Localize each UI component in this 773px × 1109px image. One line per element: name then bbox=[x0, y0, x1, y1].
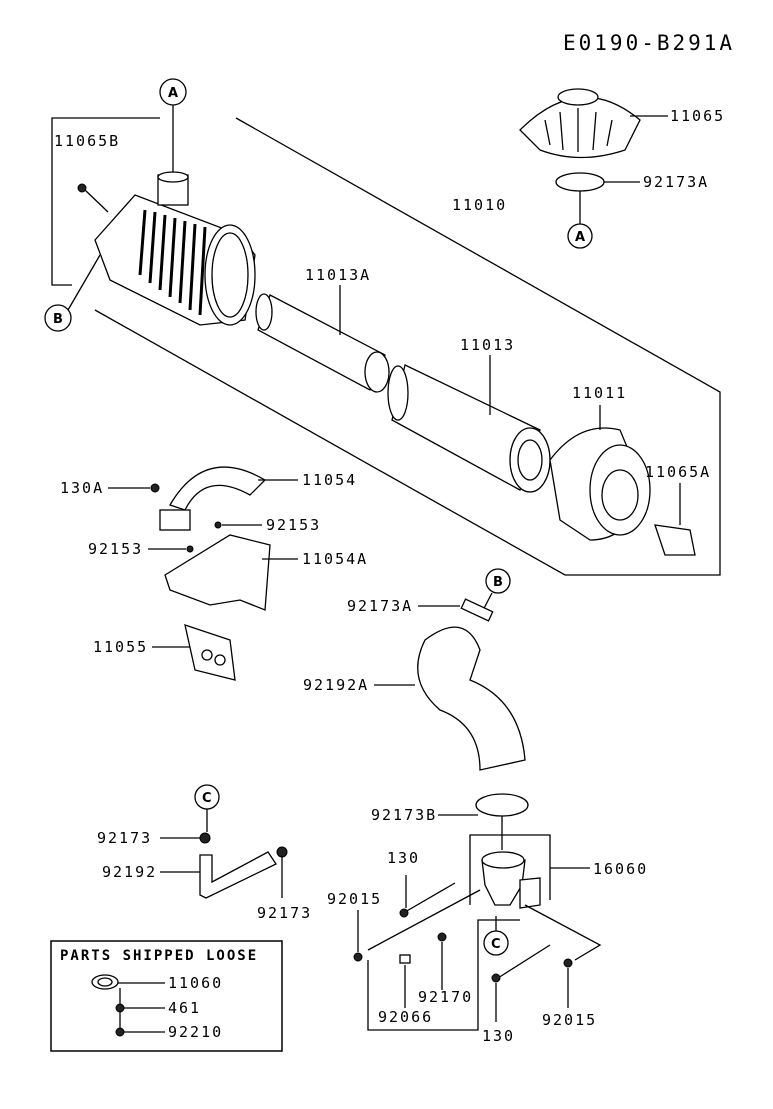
label-11065b: 11065B bbox=[54, 132, 120, 150]
label-11065: 11065 bbox=[670, 107, 725, 125]
ref-circle-a-2 bbox=[567, 223, 593, 249]
label-11013: 11013 bbox=[460, 336, 515, 354]
plate-11055 bbox=[184, 624, 236, 681]
air-cleaner-housing bbox=[94, 171, 256, 326]
cover-11011 bbox=[549, 427, 651, 541]
bolt-130-bottom bbox=[497, 944, 551, 979]
loose-item-92210: 92210 bbox=[168, 1023, 223, 1041]
pipe-92066 bbox=[399, 954, 411, 964]
svg-text:C: C bbox=[491, 937, 501, 952]
element-11013a bbox=[255, 293, 390, 393]
label-92170: 92170 bbox=[418, 988, 473, 1006]
element-11013 bbox=[387, 364, 551, 493]
label-16060: 16060 bbox=[593, 860, 648, 878]
svg-text:A: A bbox=[168, 86, 178, 101]
bracket-11054 bbox=[169, 466, 267, 511]
clamp-92173b bbox=[475, 793, 529, 817]
bracket-main bbox=[94, 117, 721, 576]
loose-item-11060: 11060 bbox=[168, 974, 223, 992]
svg-text:B: B bbox=[493, 575, 503, 590]
clamp-92173-top bbox=[199, 832, 211, 844]
cap-11065 bbox=[519, 88, 641, 159]
label-92015-left: 92015 bbox=[327, 890, 382, 908]
clamp-92170 bbox=[437, 932, 447, 942]
hose-92192a bbox=[417, 626, 526, 771]
label-11054a: 11054A bbox=[302, 550, 368, 568]
label-92173a-top: 92173A bbox=[643, 173, 709, 191]
bracket-11054a bbox=[164, 534, 271, 611]
label-92192: 92192 bbox=[102, 863, 157, 881]
label-92173-top: 92173 bbox=[97, 829, 152, 847]
nut-92015-left bbox=[353, 952, 363, 962]
nut-92015-right bbox=[563, 958, 573, 968]
label-11011: 11011 bbox=[572, 384, 627, 402]
clamp-92173a-top bbox=[555, 172, 605, 192]
svg-text:A: A bbox=[575, 230, 585, 245]
label-130-bottom: 130 bbox=[482, 1027, 515, 1045]
nut-92210-icon bbox=[115, 1027, 125, 1037]
label-130-top: 130 bbox=[387, 849, 420, 867]
label-92173-bottom: 92173 bbox=[257, 904, 312, 922]
parts-shipped-loose-box bbox=[50, 940, 283, 1052]
label-92153-left: 92153 bbox=[88, 540, 143, 558]
clamp-92173-bottom bbox=[276, 846, 288, 858]
svg-text:C: C bbox=[202, 791, 212, 806]
hose-92192 bbox=[199, 851, 277, 899]
washer-461-icon bbox=[115, 1003, 125, 1013]
label-11055: 11055 bbox=[93, 638, 148, 656]
label-92015-right: 92015 bbox=[542, 1011, 597, 1029]
label-92192a: 92192A bbox=[303, 676, 369, 694]
gasket-11060-icon bbox=[91, 974, 119, 990]
label-11010: 11010 bbox=[452, 196, 507, 214]
label-92173a-mid: 92173A bbox=[347, 597, 413, 615]
label-11054: 11054 bbox=[302, 471, 357, 489]
bolt-130-top bbox=[404, 882, 456, 913]
label-130a: 130A bbox=[60, 479, 104, 497]
svg-text:B: B bbox=[53, 312, 63, 327]
loose-box-title: PARTS SHIPPED LOOSE bbox=[60, 948, 258, 964]
label-92153-right: 92153 bbox=[266, 516, 321, 534]
label-11065a: 11065A bbox=[645, 463, 711, 481]
diagram-code: E0190-B291A bbox=[563, 31, 735, 55]
label-92066: 92066 bbox=[378, 1008, 433, 1026]
label-11013a: 11013A bbox=[305, 266, 371, 284]
label-92173b: 92173B bbox=[371, 806, 437, 824]
loose-item-461: 461 bbox=[168, 999, 201, 1017]
bracket-left bbox=[51, 117, 160, 286]
clamp-92173a-mid bbox=[460, 598, 494, 622]
ref-circle-b-2 bbox=[485, 568, 511, 594]
ref-circle-b bbox=[44, 304, 72, 332]
precleaner-16060 bbox=[481, 859, 526, 906]
valve-11065a bbox=[654, 524, 696, 556]
